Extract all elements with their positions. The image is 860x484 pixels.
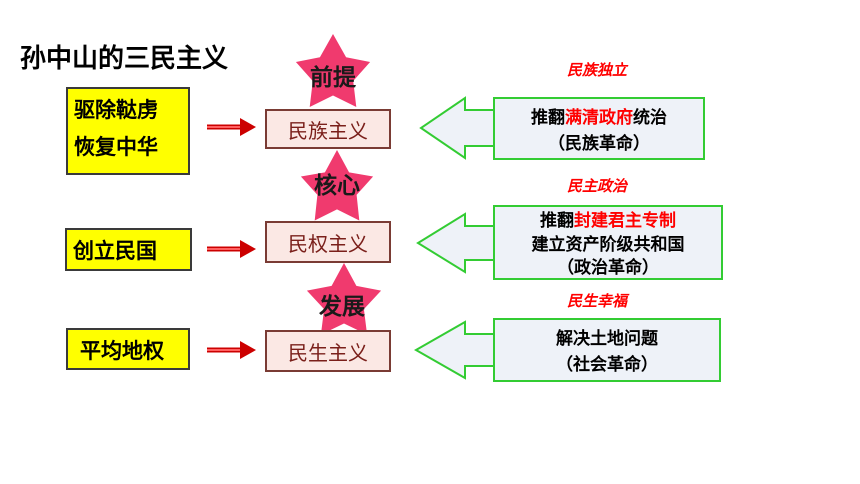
- slogan-box-livelihood: 平均地权: [66, 328, 190, 370]
- green-arrow-3: [413, 320, 496, 380]
- content-highlight: 满清政府: [565, 108, 633, 128]
- slogan-box-nationalism: 驱除鞑虏 恢复中华: [66, 87, 190, 175]
- content-highlight: 封建君主专制: [574, 211, 676, 231]
- green-arrow-2: [416, 212, 496, 274]
- page-title: 孙中山的三民主义: [20, 44, 229, 74]
- content-line: （政治革命）: [557, 258, 659, 278]
- content-line: （社会革命）: [556, 355, 658, 375]
- content-line-1: 推翻满清政府统治: [495, 105, 703, 131]
- goal-label-democracy: 民主政治: [567, 177, 628, 195]
- goal-label-livelihood: 民生幸福: [567, 292, 628, 310]
- principle-box-livelihood: 民生主义: [265, 330, 391, 372]
- red-arrow-3: [207, 341, 256, 359]
- star-shape-core: [300, 150, 374, 221]
- content-box-democracy: 推翻封建君主专制 建立资产阶级共和国 （政治革命）: [493, 205, 723, 280]
- content-line-1: 推翻封建君主专制: [495, 209, 721, 233]
- principle-box-democracy: 民权主义: [265, 221, 391, 263]
- slogan-line: 恢复中华: [74, 135, 158, 159]
- star-shape-premise: [295, 34, 371, 107]
- content-prefix: 推翻: [540, 211, 574, 231]
- star-shape-development: [306, 263, 382, 335]
- content-line: 建立资产阶级共和国: [531, 235, 685, 255]
- slogan-line: 平均地权: [80, 339, 164, 363]
- slogan-line: 创立民国: [73, 239, 157, 263]
- content-line: 解决土地问题: [556, 329, 658, 349]
- star-label-development: 发展: [319, 294, 365, 320]
- content-prefix: 推翻: [531, 108, 565, 128]
- star-label-core: 核心: [314, 173, 360, 199]
- content-suffix: 统治: [633, 108, 667, 128]
- red-arrow-2: [207, 240, 256, 258]
- green-arrow-1: [419, 96, 496, 160]
- content-line: （民族革命）: [548, 134, 650, 154]
- content-box-livelihood: 解决土地问题 （社会革命）: [493, 318, 721, 382]
- content-box-nationalism: 推翻满清政府统治 （民族革命）: [493, 97, 705, 160]
- star-label-premise: 前提: [310, 65, 356, 91]
- red-arrow-1: [207, 118, 256, 136]
- principle-box-nationalism: 民族主义: [265, 109, 391, 149]
- slogan-line: 驱除鞑虏: [74, 98, 158, 122]
- goal-label-nationalism: 民族独立: [567, 61, 628, 79]
- slogan-box-democracy: 创立民国: [65, 228, 192, 271]
